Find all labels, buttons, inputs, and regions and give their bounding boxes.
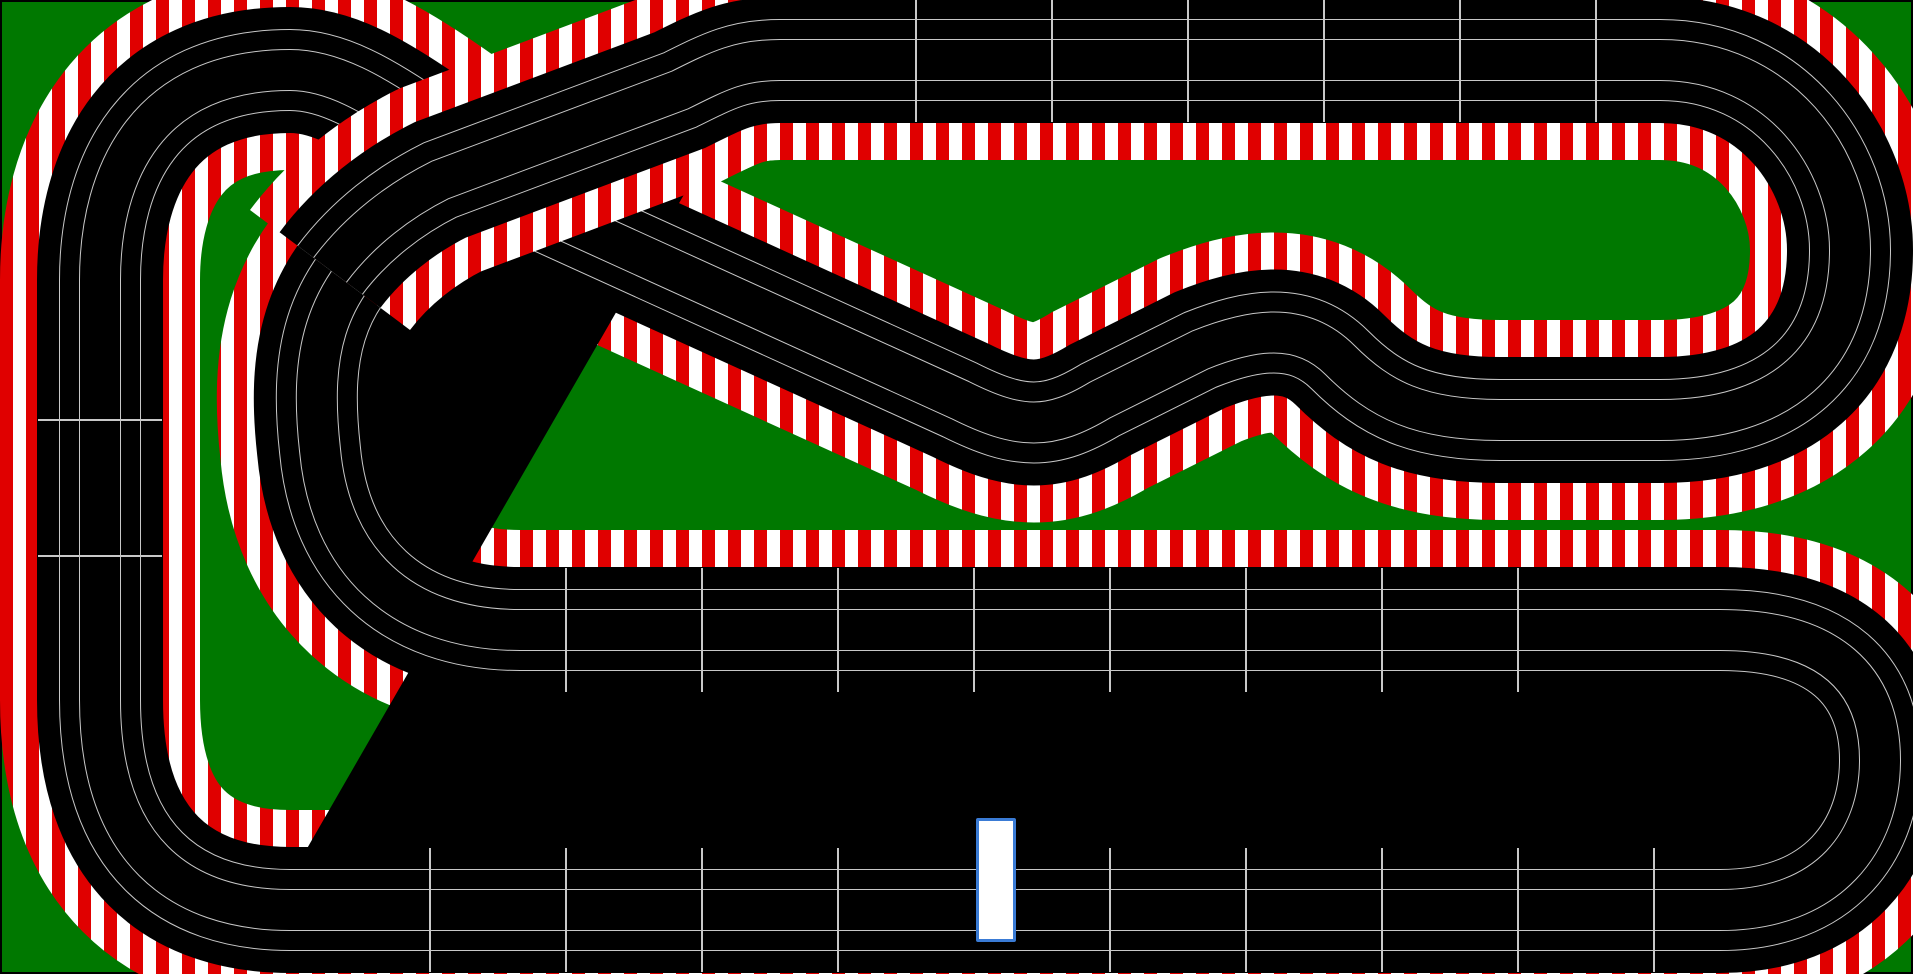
start-finish-marker xyxy=(976,818,1016,942)
